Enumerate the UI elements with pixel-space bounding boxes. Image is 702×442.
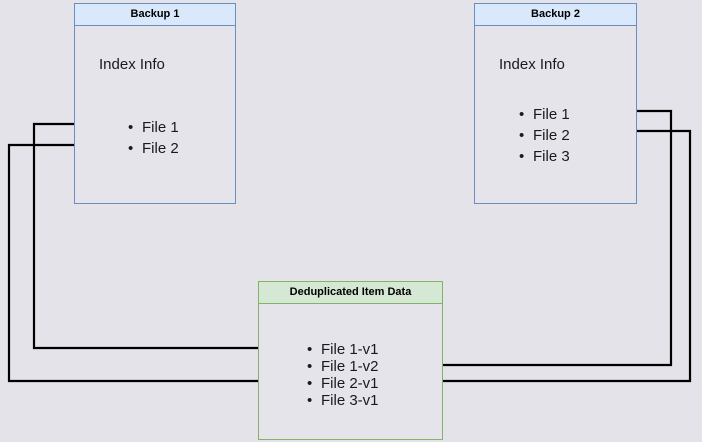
dedup-item-list: File 1-v1 File 1-v2 File 2-v1 File 3-v1 <box>307 341 379 409</box>
backup-2-file-list: File 1 File 2 File 3 <box>519 104 570 167</box>
backup-2-body: Index Info File 1 File 2 File 3 <box>475 26 636 203</box>
list-item[interactable]: File 1-v2 <box>307 358 379 375</box>
list-item[interactable]: File 3-v1 <box>307 392 379 409</box>
backup-1-file-list: File 1 File 2 <box>128 117 179 159</box>
list-item[interactable]: File 1 <box>519 104 570 125</box>
list-item[interactable]: File 2 <box>519 125 570 146</box>
backup-1-box[interactable]: Backup 1 Index Info File 1 File 2 <box>74 3 236 204</box>
list-item[interactable]: File 2-v1 <box>307 375 379 392</box>
backup-2-box[interactable]: Backup 2 Index Info File 1 File 2 File 3 <box>474 3 637 204</box>
list-item[interactable]: File 1 <box>128 117 179 138</box>
list-item[interactable]: File 2 <box>128 138 179 159</box>
backup-1-index-label: Index Info <box>99 56 165 73</box>
list-item[interactable]: File 3 <box>519 146 570 167</box>
deduplicated-item-data-body: File 1-v1 File 1-v2 File 2-v1 File 3-v1 <box>259 304 442 439</box>
deduplicated-item-data-title: Deduplicated Item Data <box>259 282 442 304</box>
backup-1-body: Index Info File 1 File 2 <box>75 26 235 203</box>
edge-backup1-file2-to-file2v1 <box>7 143 301 389</box>
backup-2-title: Backup 2 <box>475 4 636 26</box>
backup-1-title: Backup 1 <box>75 4 235 26</box>
edge-backup2-file2-to-file2v1 <box>391 129 692 389</box>
backup-2-index-label: Index Info <box>499 56 565 73</box>
deduplicated-item-data-box[interactable]: Deduplicated Item Data File 1-v1 File 1-… <box>258 281 443 440</box>
list-item[interactable]: File 1-v1 <box>307 341 379 358</box>
